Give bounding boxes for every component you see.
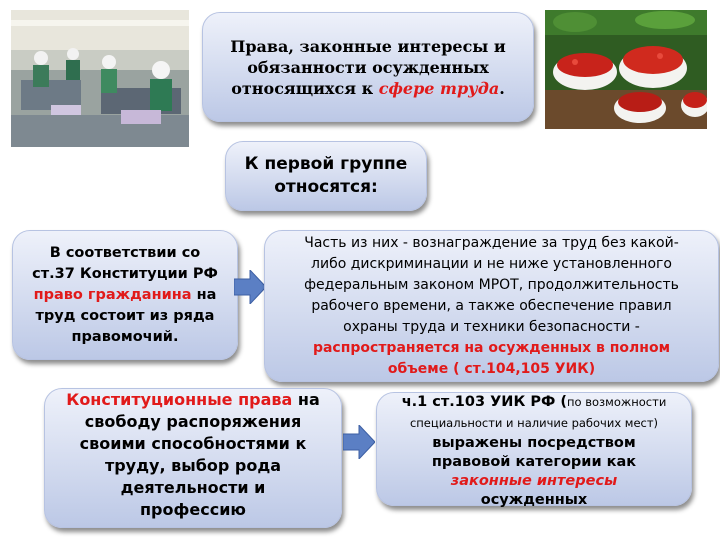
constitution-after-red: на [191,286,217,303]
strawberries-photo [545,10,707,129]
constitution-line-5: правомочий. [71,328,179,345]
remuneration-line-1: Часть из них - вознаграждение за труд бе… [304,234,679,251]
remuneration-line-5: охраны труда и техники безопасности - [343,318,640,335]
constitution-line-2: ст.37 Конституции РФ [32,265,218,282]
legal-interests-box: ч.1 ст.103 УИК РФ (по возможности специа… [376,392,692,508]
remuneration-box: Часть из них - вознаграждение за труд бе… [264,230,719,382]
title-emphasis: сфере труда [378,78,500,98]
factory-workers-photo [11,10,189,147]
arrow-right-icon [342,423,376,463]
group-label-line-2: относятся: [274,177,378,197]
title-end: . [499,78,505,98]
interests-bold: ч.1 ст.103 УИК РФ ( [401,394,568,410]
interests-line-3: выражены посредством [432,435,636,451]
rights-line-2: свободу распоряжения [84,412,302,431]
title-box: Права, законные интересы и обязанности о… [202,12,534,122]
rights-line-5: деятельности и [120,478,266,497]
remuneration-line-3: федеральным законом МРОТ, продолжительно… [304,276,679,293]
title-line-1: Права, законные интересы и [230,36,506,56]
interests-small-line-2: специальности и наличие рабочих мест) [409,416,659,430]
group-label-box: К первой группе относятся: [225,141,427,211]
remuneration-red-1: распространяется на осужденных в полном [312,339,671,356]
rights-red: Конституционные права [66,390,293,409]
constitution-red: право гражданина [33,286,192,303]
rights-after-red: на [292,390,320,409]
arrow-right-icon [233,268,267,308]
rights-line-3: своими способностями к [79,434,307,453]
remuneration-line-2: либо дискриминации и не ниже установленн… [311,255,672,272]
group-label-line-1: К первой группе [244,154,408,174]
rights-line-4: труду, выбор рода [104,456,282,475]
constitutional-rights-box: Конституционные права на свободу распоря… [44,388,342,528]
remuneration-line-4: рабочего времени, а также обеспечение пр… [311,297,672,314]
title-line-2: обязанности осужденных [247,57,489,77]
interests-small: по возможности [567,395,667,409]
interests-line-6: осужденных [480,492,588,508]
interests-red: законные интересы [450,473,618,489]
title-line-3: относящихся к [231,78,379,98]
constitution-line-1: В соответствии со [49,244,201,261]
remuneration-red-2: объеме ( ст.104,105 УИК) [387,360,596,377]
interests-line-4: правовой категории как [431,454,637,470]
constitution-line-4: труд состоит из ряда [35,307,215,324]
constitution-box: В соответствии со ст.37 Конституции РФ п… [12,230,238,360]
rights-line-6: профессию [140,500,246,519]
